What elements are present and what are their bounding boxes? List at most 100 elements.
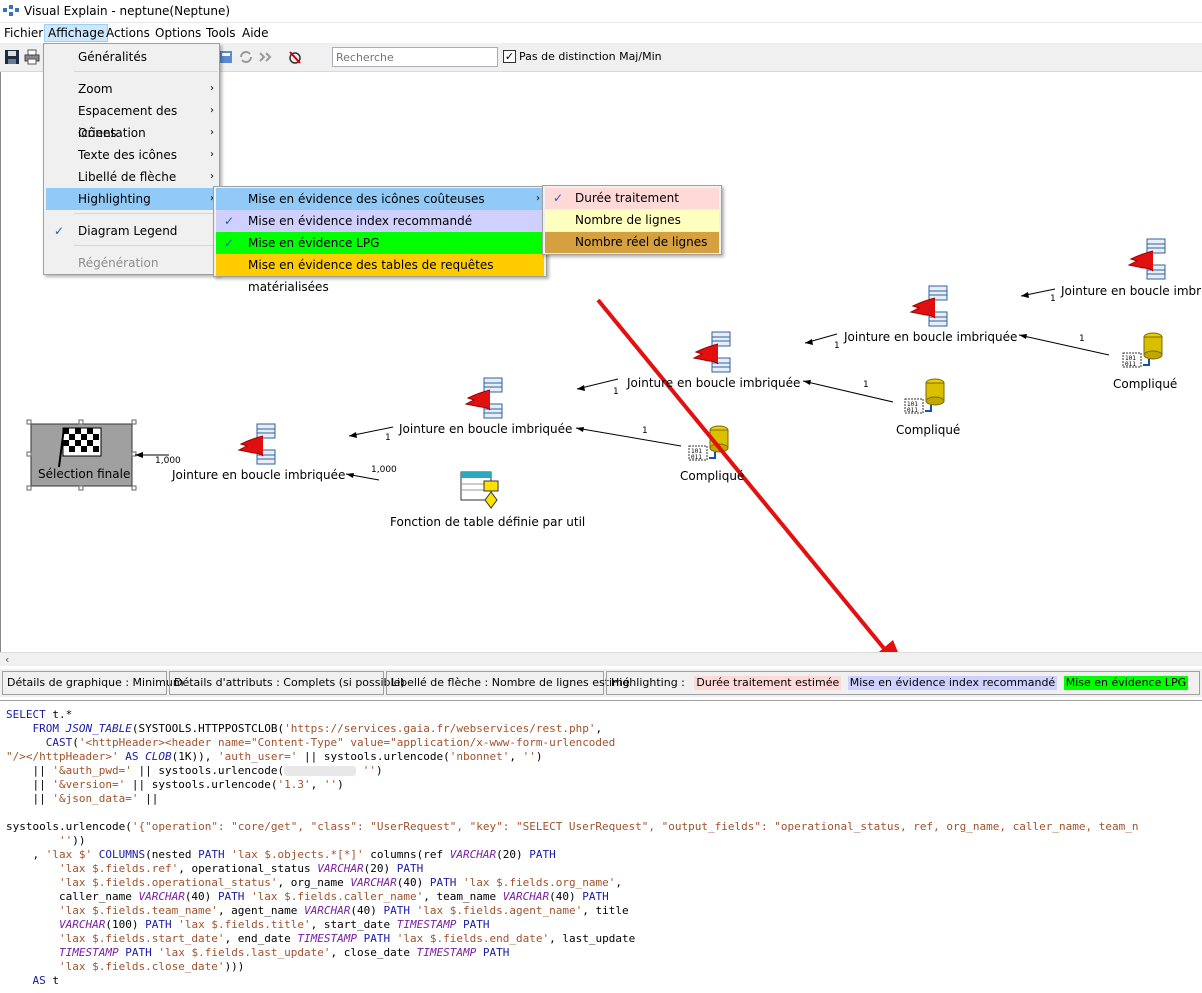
complex-object-icon	[688, 425, 729, 462]
menu-separator	[74, 245, 218, 246]
status-bar: Détails de graphique : Minimum Détails d…	[0, 669, 1202, 697]
print-icon[interactable]	[24, 49, 40, 65]
diagram-view-icon[interactable]	[218, 49, 234, 65]
sql-line: caller_name VARCHAR(40) PATH 'lax $.fiel…	[6, 890, 609, 903]
redacted-password	[284, 766, 357, 776]
menu-item-generalites[interactable]: Généralités	[46, 46, 218, 68]
nested-loop-join-icon	[693, 331, 731, 373]
edge-label: 1	[642, 426, 648, 436]
edge-label: 1,000	[155, 456, 181, 466]
menu-actions[interactable]: Actions	[106, 26, 150, 40]
window-title: Visual Explain - neptune(Neptune)	[24, 4, 231, 18]
node-join-label[interactable]: Jointure en boucle imbriquée	[844, 330, 1018, 344]
debug-icon[interactable]	[287, 49, 303, 65]
status-graph-details: Détails de graphique : Minimum	[2, 671, 184, 695]
sql-line: 'lax $.fields.operational_status', org_n…	[58, 876, 622, 889]
node-join-label[interactable]: Jointure en boucle imbriquée	[399, 422, 573, 436]
sql-line: systools.urlencode('{"operation": "core/…	[6, 820, 1139, 833]
menu-aide[interactable]: Aide	[242, 26, 269, 40]
menu-affichage[interactable]: Affichage	[44, 24, 109, 42]
sql-line: 'lax $.fields.close_date')))	[58, 960, 245, 973]
node-complex-label[interactable]: Compliqué	[896, 423, 961, 437]
edge-label: 1	[385, 433, 391, 443]
complex-object-icon	[904, 378, 945, 415]
highlight-chip-lpg: Mise en évidence LPG	[1063, 676, 1189, 690]
node-complex-label[interactable]: Compliqué	[1113, 377, 1178, 391]
edge-label: 1	[613, 387, 619, 397]
menu-item-regeneration: Régénération	[46, 252, 218, 274]
node-join-label[interactable]: Jointure en boucle imbric	[1061, 284, 1202, 298]
menu-item-actual-rows[interactable]: Nombre réel de lignes	[545, 232, 719, 253]
node-join-label[interactable]: Jointure en boucle imbriquée	[627, 376, 801, 390]
menu-item-lpg[interactable]: ✓Mise en évidence LPG	[216, 232, 544, 254]
menu-fichier[interactable]: Fichier	[4, 26, 44, 40]
case-insensitive-checkbox[interactable]: ✓	[503, 50, 516, 63]
check-icon: ✓	[224, 214, 235, 228]
menu-tools[interactable]: Tools	[206, 26, 236, 40]
check-icon: ✓	[54, 224, 65, 238]
menu-item-diagram-legend[interactable]: ✓ Diagram Legend	[46, 220, 218, 242]
case-insensitive-label: Pas de distinction Maj/Min	[519, 50, 662, 63]
menu-item-zoom[interactable]: Zoom›	[46, 78, 218, 100]
sql-line: || '&json_data=' ||	[6, 792, 159, 805]
sql-line: ''))	[58, 834, 86, 847]
complex-object-icon	[1122, 332, 1163, 369]
submenu-arrow-icon: ›	[210, 127, 214, 138]
menu-item-label: Highlighting	[78, 192, 151, 206]
menu-item-costly-icons[interactable]: Mise en évidence des icônes coûteuses›	[216, 188, 544, 210]
menu-item-arrow-label[interactable]: Libellé de flèche›	[46, 166, 218, 188]
app-icon	[3, 5, 19, 16]
highlighting-submenu: Mise en évidence des icônes coûteuses› ✓…	[213, 186, 547, 294]
refresh-icon[interactable]	[238, 49, 254, 65]
menu-item-estimated-rows[interactable]: Nombre de lignes estimé	[545, 210, 719, 248]
menu-item-recommended-index[interactable]: ✓Mise en évidence index recommandé	[216, 210, 544, 232]
status-highlighting: Highlighting : Durée traitement estimée …	[606, 671, 1200, 695]
menu-item-estimated-duration[interactable]: ✓Durée traitement estimée	[545, 188, 719, 226]
sql-line: CAST('<httpHeader><header name="Content-…	[45, 736, 616, 749]
search-input[interactable]	[332, 47, 498, 67]
affichage-menu: Généralités Zoom› Espacement des icônes›…	[43, 43, 220, 275]
nested-loop-join-icon	[465, 377, 503, 419]
save-icon[interactable]	[4, 49, 20, 65]
menu-item-icon-spacing[interactable]: Espacement des icônes›	[46, 100, 218, 140]
menu-item-icon-text[interactable]: Texte des icônes›	[46, 144, 218, 166]
menu-item-label: Diagram Legend	[78, 224, 178, 238]
horizontal-scrollbar[interactable]: ‹	[0, 652, 1202, 666]
menu-item-label: Orientation	[78, 126, 146, 140]
status-arrow-label: Libellé de flèche : Nombre de lignes est…	[386, 671, 630, 695]
title-bar: Visual Explain - neptune(Neptune)	[0, 0, 1202, 23]
menu-bar: Fichier Affichage Actions Options Tools …	[0, 23, 1202, 43]
diagram-svg: 101 011	[26, 238, 1166, 652]
sql-line: FROM JSON_TABLE(SYSTOOLS.HTTPPOSTCLOB('h…	[32, 722, 603, 735]
edge-label: 1	[1050, 294, 1056, 304]
menu-item-label: Mise en évidence LPG	[248, 236, 380, 250]
sql-line: 'lax $.fields.start_date', end_date TIME…	[58, 932, 636, 945]
sql-line: , 'lax $' COLUMNS(nested PATH 'lax $.obj…	[6, 848, 556, 861]
scroll-left-icon[interactable]: ‹	[5, 653, 10, 666]
menu-item-highlighting[interactable]: Highlighting ›	[46, 188, 218, 210]
node-complex-label[interactable]: Compliqué	[680, 469, 745, 483]
menu-item-label: Libellé de flèche	[78, 170, 177, 184]
highlight-chip-duration: Durée traitement estimée	[694, 676, 842, 690]
menu-item-label: Nombre réel de lignes	[575, 235, 708, 249]
sql-line	[6, 806, 1202, 820]
sql-text-pane[interactable]: SELECT t.* FROM JSON_TABLE(SYSTOOLS.HTTP…	[0, 700, 1202, 993]
sql-line: 'lax $.fields.team_name', agent_name VAR…	[58, 904, 629, 917]
sql-line: 'lax $.fields.ref', operational_status V…	[58, 862, 424, 875]
menu-item-materialized-tables[interactable]: Mise en évidence des tables de requêtes …	[216, 254, 544, 294]
menu-item-orientation[interactable]: Orientation ›	[46, 122, 218, 144]
edge-label: 1	[863, 380, 869, 390]
menu-separator	[74, 213, 218, 214]
sql-line: VARCHAR(100) PATH 'lax $.fields.title', …	[58, 918, 490, 931]
node-join-label[interactable]: Jointure en boucle imbriquée	[172, 468, 346, 482]
check-icon: ✓	[553, 191, 564, 205]
node-udtf-label[interactable]: Fonction de table définie par util	[390, 515, 586, 529]
menu-options[interactable]: Options	[155, 26, 202, 40]
checkered-flag-icon	[58, 427, 102, 468]
menu-item-label: Zoom	[78, 82, 113, 96]
node-final-selection-label[interactable]: Sélection finale	[38, 467, 131, 481]
submenu-arrow-icon: ›	[210, 193, 214, 204]
sql-line: || '&auth_pwd=' || systools.urlencode( '…	[6, 764, 383, 777]
expand-icon[interactable]	[258, 49, 274, 65]
menu-item-label: Mise en évidence des icônes coûteuses	[248, 192, 485, 206]
